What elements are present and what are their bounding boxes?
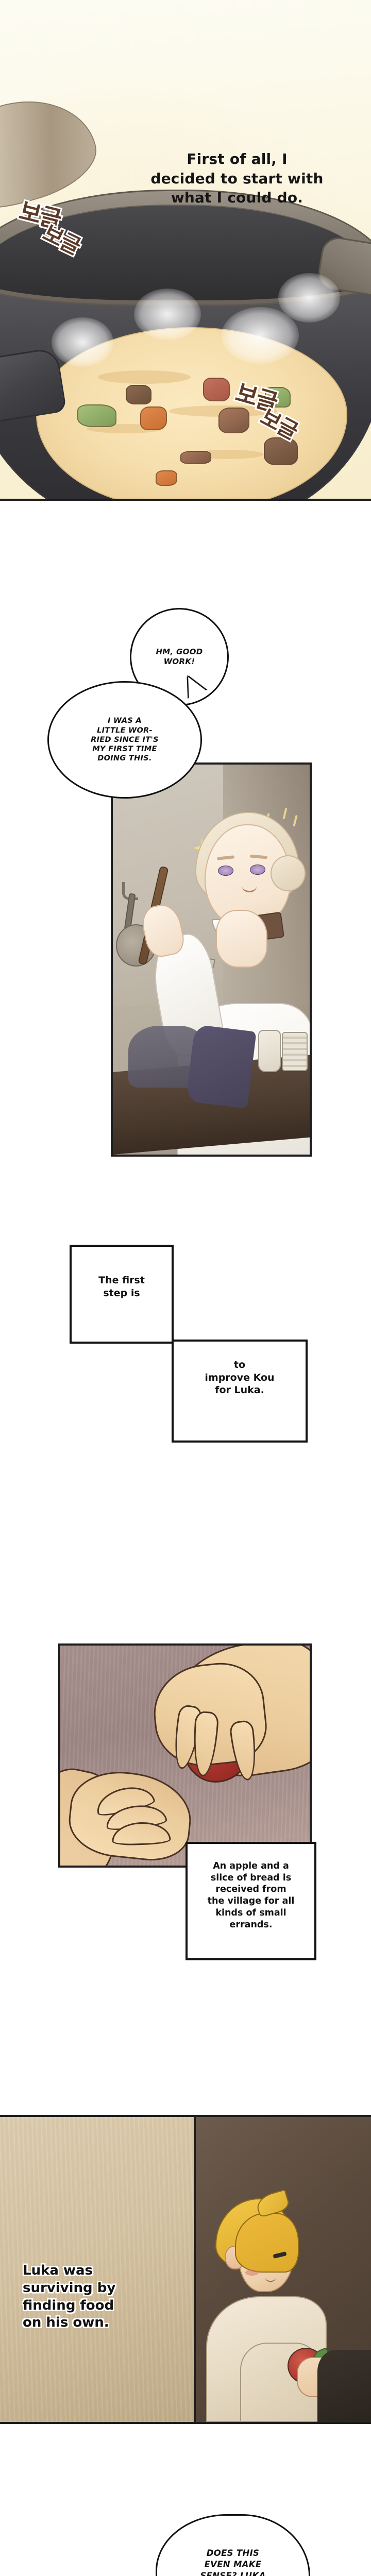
panel-apple-handoff	[58, 1643, 312, 1868]
speech-bubble-does-this-make-sense: DOES THIS EVEN MAKE SENSE? LUKA IS ONLY …	[156, 2514, 310, 2576]
steam-puff	[52, 317, 113, 367]
character-mouth	[242, 885, 257, 892]
caption-box-improve-kou: to improve Kou for Luka.	[172, 1340, 308, 1443]
caption-luka-surviving: Luka was surviving by finding food on hi…	[23, 2263, 116, 2331]
soup-meat-slice	[180, 451, 211, 464]
steam-puff	[222, 307, 299, 364]
soup-carrot	[156, 470, 177, 486]
lid-seam	[0, 109, 36, 206]
apron-sash	[185, 1024, 257, 1109]
soup-carrot	[140, 406, 167, 430]
caption-box-apple-and-bread: An apple and a slice of bread is receive…	[185, 1842, 316, 1960]
steam-puff	[278, 273, 340, 323]
panel-boiling-soup-pot: 보글 보글 보글 보글 First of all, I decided to s…	[0, 0, 371, 501]
caption-half-background	[0, 2117, 194, 2422]
soup-vegetable-green	[265, 387, 291, 408]
panel-luka-eating-apple: Luka was surviving by finding food on hi…	[0, 2115, 371, 2424]
steam-puff	[134, 289, 201, 340]
luka-scene-half	[194, 2117, 371, 2422]
luka-cheek-blush	[245, 2269, 259, 2276]
soup-meat	[218, 408, 249, 433]
soup-tomato	[203, 378, 230, 401]
caption-box-improve-kou-text: to improve Kou for Luka.	[205, 1359, 275, 1396]
caption-box-first-step-text: The first step is	[98, 1275, 145, 1299]
speech-bubble-worried: I WAS A LITTLE WOR- RIED SINCE IT'S MY F…	[47, 672, 207, 799]
wood-grain-texture	[0, 2117, 194, 2422]
soup-vegetable-green	[77, 404, 116, 427]
soup-meat	[126, 385, 151, 404]
character-hand-holding-bowl	[216, 910, 267, 968]
character-hair-bun	[271, 855, 306, 891]
luka-mouth	[265, 2277, 276, 2282]
soup-swirl	[98, 370, 191, 384]
character-eye-right	[250, 865, 265, 875]
narration-first-of-all: First of all, I decided to start with wh…	[150, 150, 324, 207]
soup-meat	[264, 437, 298, 465]
speech-bubble-good-work-text: HM, GOOD WORK!	[156, 647, 203, 666]
speech-bubble-worried-text: I WAS A LITTLE WOR- RIED SINCE IT'S MY F…	[91, 717, 159, 763]
ceramic-jug	[258, 1030, 281, 1072]
character-eye-left	[218, 866, 233, 876]
caption-box-first-step: The first step is	[70, 1245, 174, 1344]
caption-box-apple-and-bread-text: An apple and a slice of bread is receive…	[207, 1860, 295, 1930]
dark-foreground-sleeve	[317, 2350, 371, 2422]
panel-tasting-the-soup	[111, 762, 312, 1157]
luka-hair-tuft	[254, 2189, 291, 2218]
stacked-cups	[282, 1032, 308, 1071]
luka-hair-front	[235, 2213, 299, 2273]
speech-bubble-does-this-make-sense-text: DOES THIS EVEN MAKE SENSE? LUKA IS ONLY …	[200, 2548, 266, 2576]
